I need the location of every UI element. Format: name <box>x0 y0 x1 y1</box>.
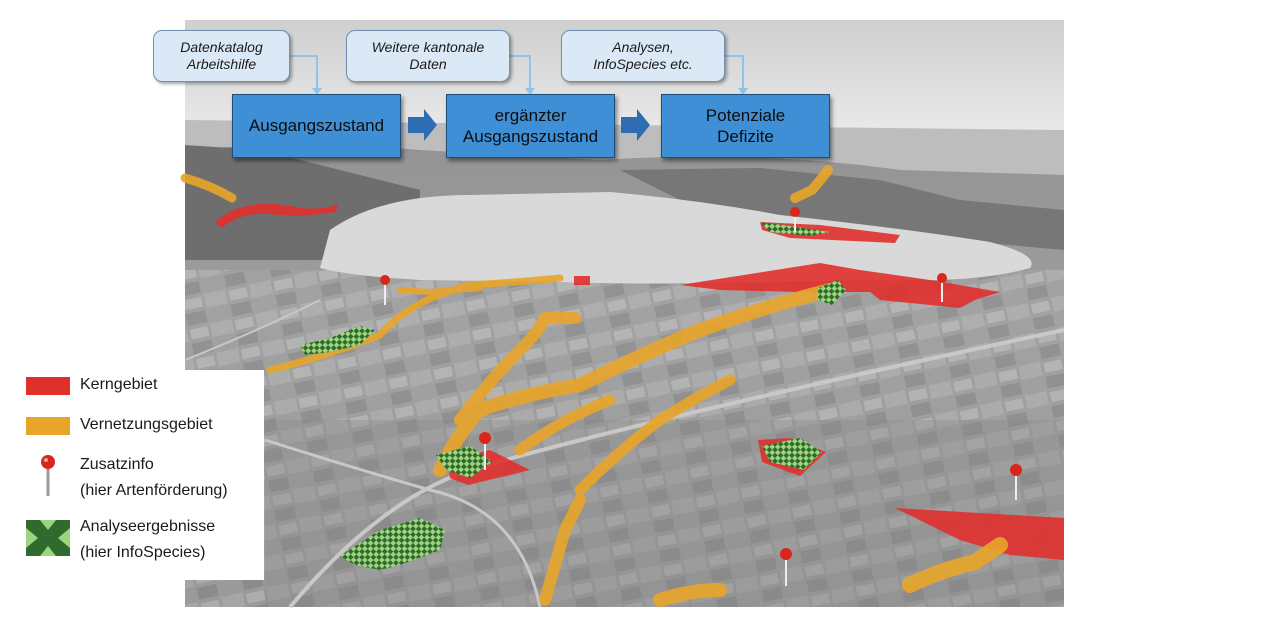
flow-arrows <box>408 109 650 141</box>
connector-arrowhead <box>738 88 748 95</box>
pin-icon <box>780 548 792 586</box>
analysis-results <box>300 222 846 570</box>
legend-label: (hier InfoSpecies) <box>80 544 206 561</box>
callout-connectors <box>290 55 744 90</box>
callout-line: Datenkatalog <box>180 38 263 55</box>
stage-label: Ausgangszustand <box>462 127 599 146</box>
network-area-swatch <box>26 417 70 435</box>
connector-arrowhead <box>525 88 535 95</box>
stage-label: Defizite <box>717 127 774 146</box>
flow-arrow-icon <box>408 109 437 141</box>
legend-label: Kerngebiet <box>80 376 158 393</box>
map-legend: Kerngebiet Vernetzungsgebiet Zusatzinfo … <box>22 370 264 580</box>
lake <box>320 192 1032 284</box>
analysis-swatch <box>26 520 70 556</box>
pin-icon <box>1010 464 1022 500</box>
stage-label: Ausgangszustand <box>248 116 385 136</box>
pin-icon <box>380 275 390 305</box>
callout-line: Daten <box>409 56 447 72</box>
stage-label: ergänzter <box>494 105 567 125</box>
callout-line: Arbeitshilfe <box>186 56 257 72</box>
legend-label: Zusatzinfo <box>80 456 154 473</box>
legend-label: (hier Artenförderung) <box>80 482 228 499</box>
legend-label: Vernetzungsgebiet <box>80 416 213 433</box>
flow-arrow-icon <box>621 109 650 141</box>
roads <box>184 299 1065 609</box>
pin-icon <box>479 432 491 470</box>
pin-icon <box>790 207 800 232</box>
pin-icon <box>41 455 55 496</box>
connector-arrowhead <box>312 88 322 95</box>
pin-icon <box>937 273 947 302</box>
callout-line: Analysen, <box>612 38 674 55</box>
network-areas <box>180 165 1008 607</box>
callout-line: Weitere kantonale <box>371 38 485 55</box>
stage-label: Potenziale <box>705 105 786 125</box>
info-pins <box>380 207 1022 586</box>
callout-analysen: Analysen,InfoSpecies etc. <box>561 30 725 82</box>
legend-label: Analyseergebnisse <box>80 518 216 535</box>
stage-ausgangszustand: Ausgangszustand <box>232 94 401 158</box>
callout-line: InfoSpecies etc. <box>593 56 693 72</box>
core-area-swatch <box>26 377 70 395</box>
